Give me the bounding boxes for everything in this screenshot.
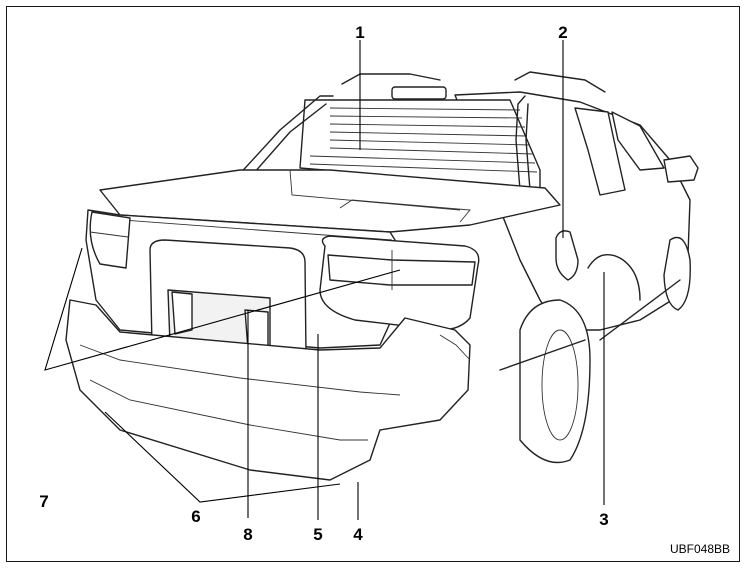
leader-6 [104, 411, 341, 503]
bed-side-step [339, 199, 471, 223]
rear-light-left-divider [89, 231, 129, 238]
figure-code: UBF048BB [670, 542, 730, 556]
side-mirror [663, 155, 699, 183]
sport-bar-right-inner [525, 103, 531, 191]
sport-bar-left [235, 95, 334, 179]
leader-lines [44, 40, 605, 520]
sport-bar-right [515, 95, 526, 191]
callout-labels: 1 2 3 4 5 6 7 8 [39, 23, 608, 544]
rear-window-louvers [309, 107, 538, 173]
callout-3: 3 [599, 510, 608, 529]
side-body-line [499, 279, 681, 371]
rear-bumper [65, 299, 471, 481]
rear-light-left-outer [89, 211, 131, 269]
bed-floor-line [289, 169, 461, 211]
callout-6: 6 [191, 507, 200, 526]
vehicle-illustration [65, 71, 699, 481]
roof-rail-right [514, 71, 606, 93]
callout-4: 4 [353, 525, 363, 544]
bumper-step-line [79, 344, 401, 396]
callout-5: 5 [313, 525, 322, 544]
rear-wheel [519, 299, 591, 464]
callout-7: 7 [39, 492, 48, 511]
rear-wheel-hub [541, 329, 579, 441]
leader-7 [44, 247, 401, 371]
high-mount-stop-light [391, 86, 447, 100]
front-wheel [663, 236, 691, 311]
fuel-filler-door [555, 230, 579, 281]
bumper-side-line [439, 334, 471, 361]
cab-side-window-front [611, 111, 665, 171]
callout-8: 8 [243, 525, 252, 544]
callout-2: 2 [558, 23, 567, 42]
plate-lamp-bracket-left [171, 291, 193, 335]
rear-fender-arch [587, 254, 641, 301]
cab-side-window-rear [574, 107, 626, 196]
callout-1: 1 [355, 23, 364, 42]
bumper-lower-line [89, 379, 368, 441]
sport-bar-left-inner [245, 103, 327, 183]
roof-rail-left [341, 73, 441, 85]
